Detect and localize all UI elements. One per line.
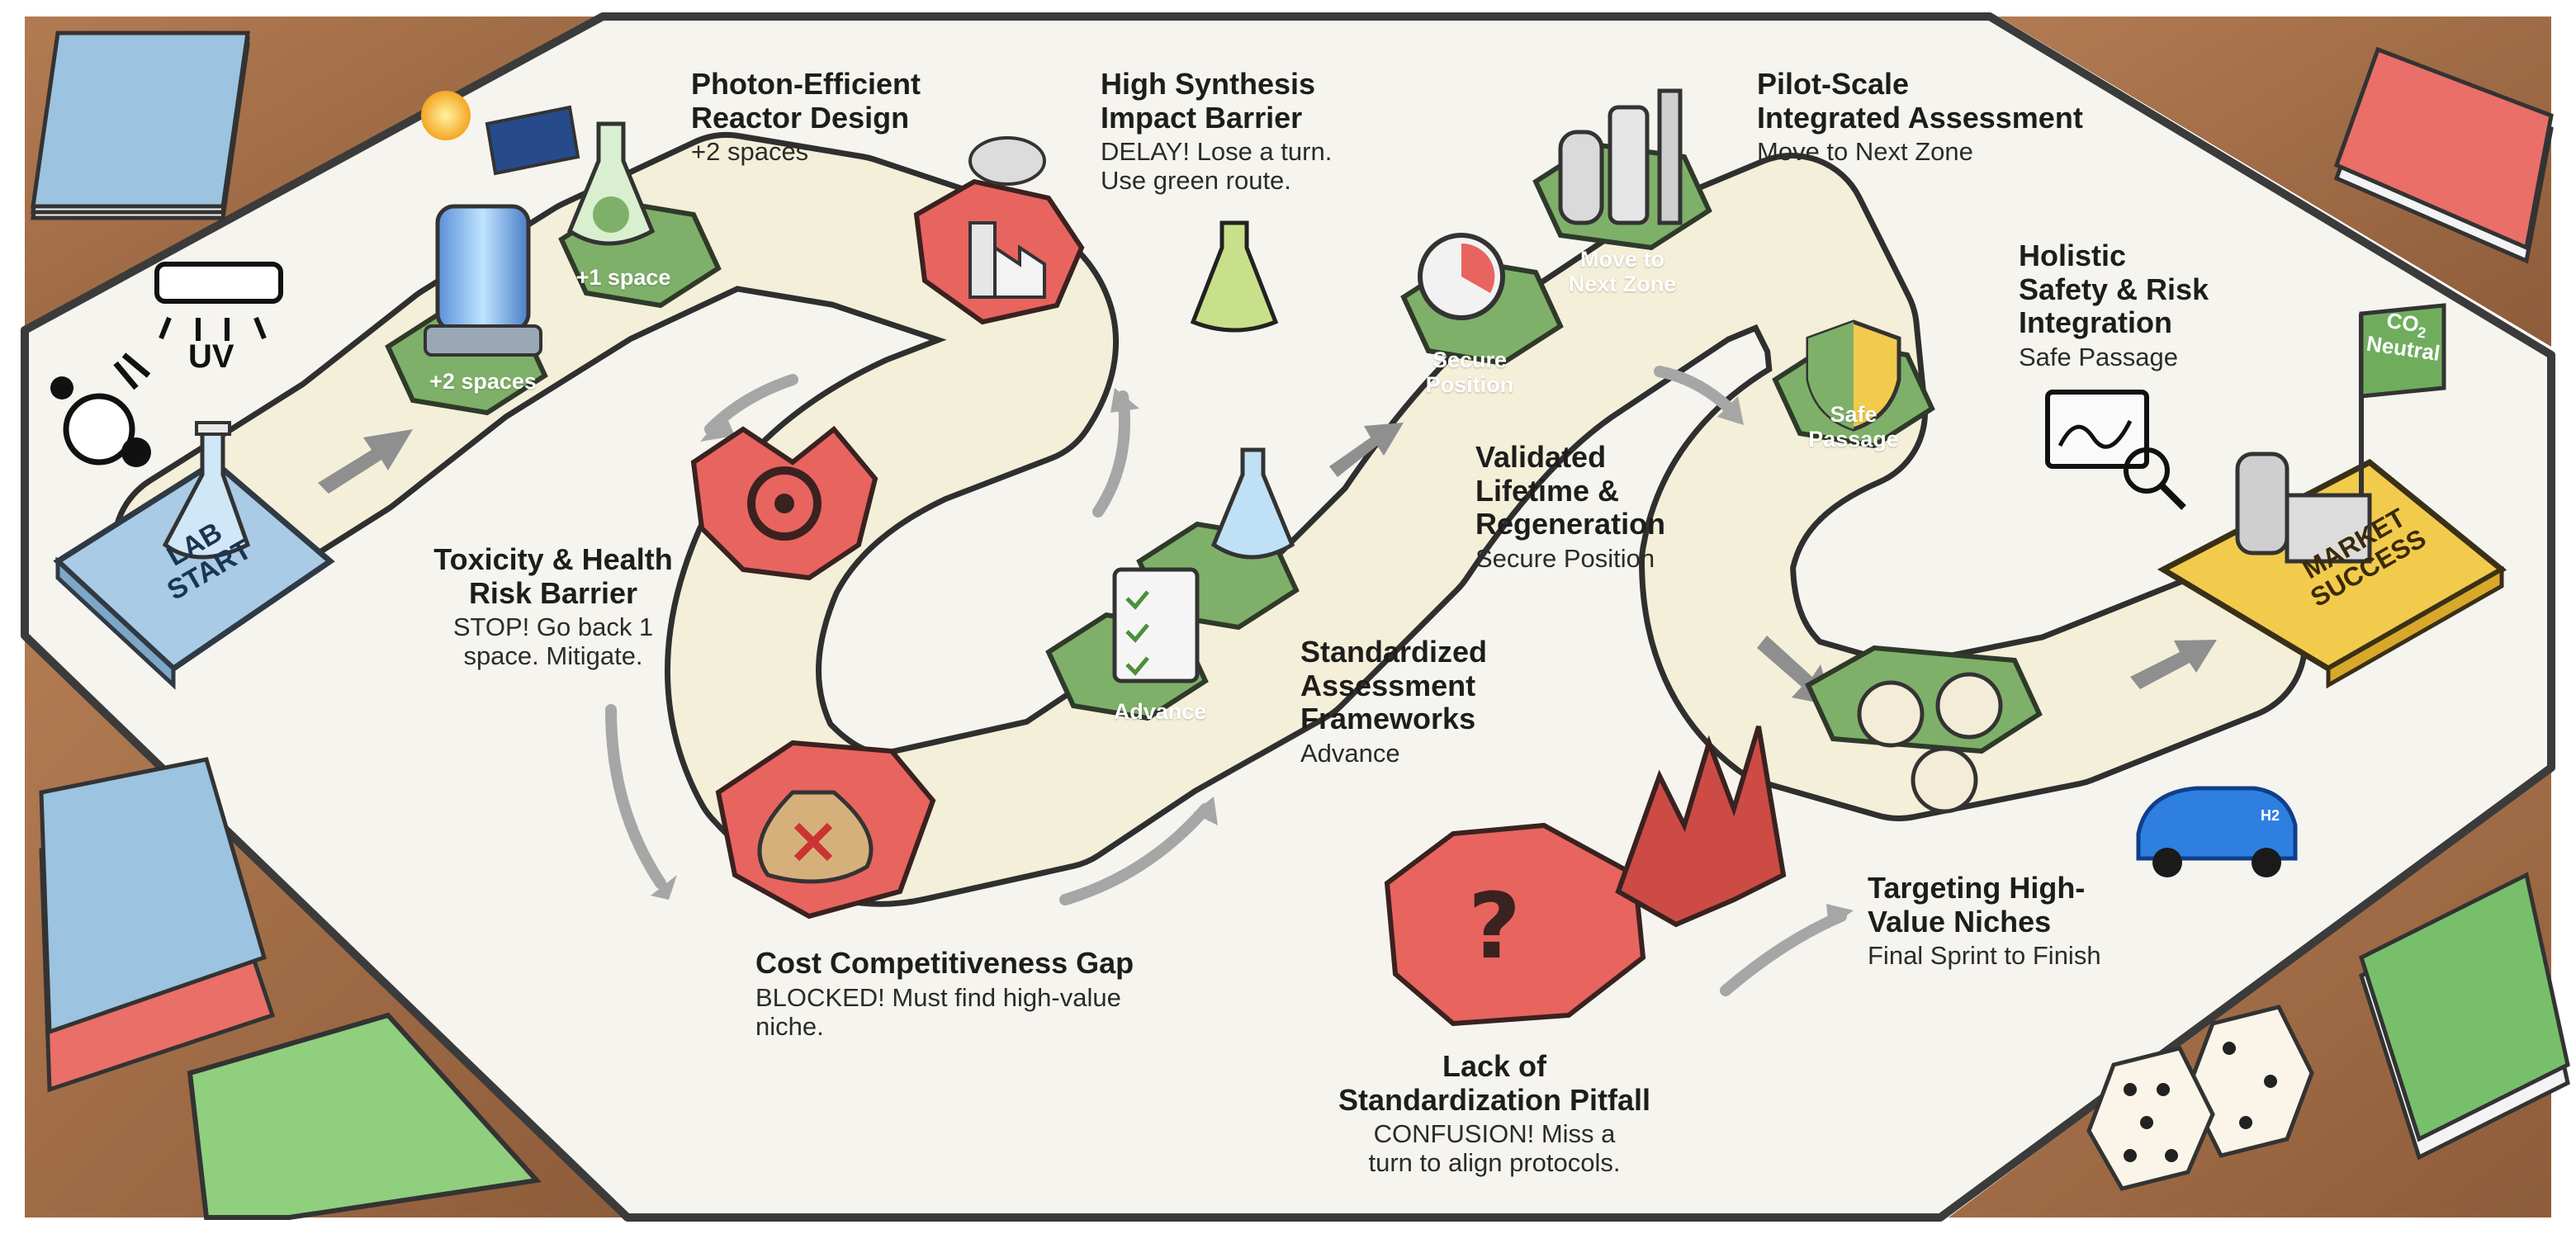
step-photon-efficient-reactor: Photon-Efficient Reactor Design +2 space… xyxy=(691,68,921,166)
co2-flag-line1: CO xyxy=(2385,308,2421,337)
step-title: Pilot-Scale Integrated Assessment xyxy=(1757,68,2083,135)
step-title: Holistic Safety & Risk Integration xyxy=(2019,239,2209,340)
clipboard-icon xyxy=(1115,570,1197,681)
step-effect: Advance xyxy=(1300,739,1487,768)
step-title: Cost Competitiveness Gap xyxy=(755,947,1134,981)
step-title: Photon-Efficient Reactor Design xyxy=(691,68,921,135)
step-lack-of-standardization: Lack of Standardization Pitfall CONFUSIO… xyxy=(1305,1050,1684,1177)
tile-label-safe: Safe Passage xyxy=(1783,403,1924,452)
uv-label: UV xyxy=(188,338,234,376)
step-effect: Final Sprint to Finish xyxy=(1868,941,2101,970)
step-effect: DELAY! Lose a turn. Use green route. xyxy=(1101,137,1332,195)
step-standardized-frameworks: Standardized Assessment Frameworks Advan… xyxy=(1300,636,1487,768)
step-high-synthesis-impact: High Synthesis Impact Barrier DELAY! Los… xyxy=(1101,68,1332,195)
svg-text:?: ? xyxy=(1468,873,1521,979)
step-pilot-scale-assessment: Pilot-Scale Integrated Assessment Move t… xyxy=(1757,68,2083,166)
card-deck-top-left xyxy=(33,33,248,218)
question-mark-icon: ? xyxy=(1468,873,1521,979)
tile-label-secure: Secure Position xyxy=(1404,348,1536,397)
step-effect: STOP! Go back 1 space. Mitigate. xyxy=(413,612,694,670)
step-title: Targeting High- Value Niches xyxy=(1868,872,2101,939)
step-title: Validated Lifetime & Regeneration xyxy=(1475,441,1665,541)
step-title: Toxicity & Health Risk Barrier xyxy=(413,543,694,610)
tile-label-plus2: +2 spaces xyxy=(421,370,545,395)
step-effect: BLOCKED! Must find high-value niche. xyxy=(755,983,1134,1041)
step-holistic-safety: Holistic Safety & Risk Integration Safe … xyxy=(2019,239,2209,371)
step-title: High Synthesis Impact Barrier xyxy=(1101,68,1332,135)
step-title: Lack of Standardization Pitfall xyxy=(1305,1050,1684,1117)
step-validated-lifetime: Validated Lifetime & Regeneration Secure… xyxy=(1475,441,1665,573)
step-title: Standardized Assessment Frameworks xyxy=(1300,636,1487,736)
step-effect: Secure Position xyxy=(1475,544,1665,573)
tile-label-advance: Advance xyxy=(1098,700,1222,725)
step-effect: Safe Passage xyxy=(2019,343,2209,371)
tile-label-plus1: +1 space xyxy=(561,266,685,291)
step-toxicity-health-risk: Toxicity & Health Risk Barrier STOP! Go … xyxy=(413,543,694,670)
step-effect: +2 spaces xyxy=(691,137,921,166)
car-badge: H2 xyxy=(2261,807,2280,825)
step-effect: Move to Next Zone xyxy=(1757,137,2083,166)
stopwatch-icon xyxy=(1420,235,1503,318)
tile-label-move-next: Move to Next Zone xyxy=(1552,248,1693,296)
step-cost-competitiveness: Cost Competitiveness Gap BLOCKED! Must f… xyxy=(755,947,1134,1041)
step-high-value-niches: Targeting High- Value Niches Final Sprin… xyxy=(1868,872,2101,970)
step-effect: CONFUSION! Miss a turn to align protocol… xyxy=(1305,1119,1684,1177)
